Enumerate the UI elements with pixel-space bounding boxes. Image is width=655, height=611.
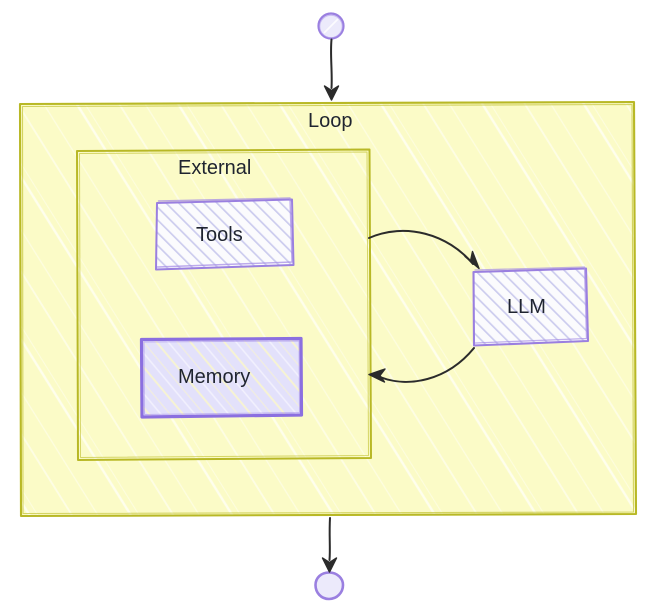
- node-tools-fill: [156, 199, 294, 270]
- edge-start-to-loop: [323, 38, 340, 101]
- edge-loop-to-end-arrowhead: [321, 557, 338, 573]
- node-end-border: [314, 571, 345, 601]
- edge-llm-to-external-arrowhead: [368, 368, 386, 383]
- edge-loop-to-end-line: [328, 517, 331, 561]
- edge-start-to-loop-arrowhead: [323, 85, 340, 101]
- node-llm-border: [472, 267, 590, 347]
- edge-external-to-llm-line: [368, 229, 474, 265]
- node-label-tools: Tools: [196, 224, 243, 246]
- group-external-border-inner: [79, 151, 369, 458]
- node-memory[interactable]: [139, 336, 304, 419]
- node-label-memory: Memory: [178, 366, 251, 388]
- node-llm[interactable]: [472, 266, 590, 347]
- node-label-llm: LLM: [507, 296, 546, 318]
- node-end-fill: [315, 572, 343, 599]
- edge-start-to-loop-line: [330, 38, 333, 89]
- node-start-border: [317, 12, 345, 40]
- group-loop-border-inner: [21, 103, 635, 515]
- node-tools[interactable]: [155, 197, 295, 271]
- node-tools-border-sketch: [156, 197, 293, 268]
- node-llm-fill: [473, 268, 588, 346]
- node-memory-border-inner: [143, 340, 300, 415]
- group-label-loop: Loop: [308, 110, 353, 132]
- node-llm-border-sketch: [474, 266, 588, 344]
- node-tools-border: [155, 198, 295, 271]
- group-external-border: [76, 148, 372, 461]
- edge-llm-to-external-line: [379, 347, 475, 383]
- edge-external-to-llm: [368, 229, 480, 270]
- node-start-highlight: [323, 18, 339, 34]
- group-label-external: External: [178, 157, 252, 179]
- node-end[interactable]: [314, 571, 345, 601]
- group-loop-border: [18, 100, 638, 518]
- edge-loop-to-end: [321, 517, 338, 573]
- edge-llm-to-external: [368, 347, 475, 383]
- node-memory-fill: [141, 338, 302, 417]
- node-memory-border: [139, 336, 304, 419]
- edge-external-to-llm-arrowhead: [464, 250, 480, 270]
- node-start[interactable]: [317, 12, 345, 40]
- node-start-border-inner: [319, 14, 343, 39]
